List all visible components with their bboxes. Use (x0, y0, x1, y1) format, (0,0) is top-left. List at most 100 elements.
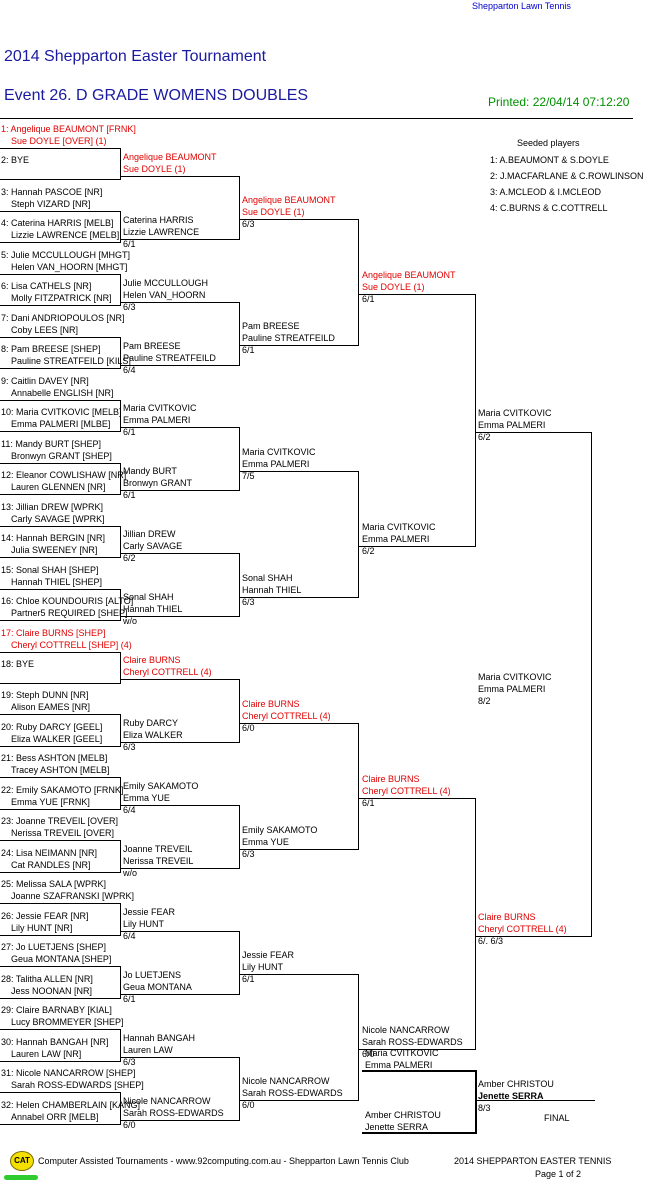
bracket-line (240, 974, 359, 976)
bracket-line (120, 651, 121, 684)
bracket-line (121, 1119, 240, 1121)
round2-team: Joanne TREVEIL (123, 844, 193, 855)
draw-entry: 21: Bess ASHTON [MELB] (1, 753, 108, 764)
bracket-line (239, 175, 240, 240)
draw-entry-partner: Lauren GLENNEN [NR] (11, 482, 106, 493)
bracket-line (120, 1092, 121, 1125)
bracket-line (359, 545, 476, 547)
draw-entry: 7: Dani ANDRIOPOULOS [NR] (1, 312, 125, 323)
draw-entry: 29: Claire BARNABY [KIAL] (1, 1005, 112, 1016)
round2-team-partner: Lily HUNT (123, 919, 165, 929)
round2-score: 6/1 (123, 427, 136, 438)
bracket-line (121, 490, 240, 492)
bracket-line (120, 462, 121, 496)
draw-entry-partner: Geua MONTANA [SHEP] (11, 954, 112, 965)
round2-team-partner: Lauren LAW (123, 1044, 173, 1055)
draw-entry: 28: Talitha ALLEN [NR] (1, 973, 93, 984)
round2-team-partner: Cheryl COTTRELL (4) (123, 667, 212, 678)
round2-score: 6/4 (123, 805, 136, 816)
bracket-line (0, 997, 121, 999)
bracket-line (0, 651, 121, 653)
bracket-line (0, 273, 121, 275)
bracket-line (240, 345, 359, 347)
bracket-line (121, 364, 240, 366)
draw-entry: 19: Steph DUNN [NR] (1, 690, 89, 701)
draw-entry: 4: Caterina HARRIS [MELB] (1, 218, 114, 229)
round3-team: Maria CVITKOVIC (242, 446, 316, 457)
draw-entry-partner: Cat RANDLES [NR] (11, 859, 91, 870)
bracket-line (358, 219, 359, 347)
bracket-line (0, 1029, 121, 1031)
bracket-line (239, 427, 240, 492)
draw-entry: 25: Melissa SALA [WPRK] (1, 879, 107, 890)
round2-score: 6/1 (123, 993, 136, 1004)
bracket-line (120, 148, 121, 181)
bracket-line (240, 219, 359, 221)
draw-entry-partner: Lily HUNT [NR] (11, 922, 73, 933)
bracket-line (121, 931, 240, 932)
round5-team-partner: Emma PALMERI (478, 420, 546, 431)
bracket-line (0, 714, 121, 716)
cat-logo: CAT (10, 1151, 34, 1171)
bracket-line (0, 525, 121, 527)
draw-entry-partner: Molly FITZPATRICK [NR] (11, 293, 112, 304)
bracket-line (0, 903, 121, 905)
round3-team: Sonal SHAH (242, 572, 293, 583)
round3-team: Angelique BEAUMONT (242, 195, 336, 206)
round2-score: 6/1 (123, 490, 136, 501)
round3-team: Jessie FEAR (242, 950, 295, 961)
round2-team: Julie MCCULLOUGH (123, 277, 209, 288)
draw-entry-partner: Jess NOONAN [NR] (11, 985, 93, 996)
round5-score: 6/2 (478, 432, 491, 443)
round3-team: Claire BURNS (242, 698, 300, 709)
round4-team-partner: Sarah ROSS-EDWARDS (362, 1037, 463, 1048)
bracket-line (362, 1132, 476, 1134)
round2-team: Angelique BEAUMONT (123, 151, 217, 162)
round4-team: Claire BURNS (362, 773, 420, 784)
draw-entry-partner: Sue DOYLE [OVER] (1) (11, 136, 107, 146)
draw-entry-partner: Bronwyn GRANT [SHEP] (11, 450, 112, 461)
round4-team: Angelique BEAUMONT (362, 270, 456, 281)
round3-team: Nicole NANCARROW (242, 1076, 330, 1087)
bracket-line (0, 682, 121, 684)
bracket-line (239, 301, 240, 366)
draw-entry-partner: Lauren LAW [NR] (11, 1048, 82, 1059)
bracket-line (0, 777, 121, 779)
bracket-line (120, 210, 121, 244)
draw-entry: 22: Emily SAKAMOTO [FRNK] (1, 784, 124, 795)
bracket-line (475, 797, 476, 1051)
bracket-line (0, 557, 121, 559)
round2-team: Ruby DARCY (123, 718, 179, 729)
winner-score: 8/2 (478, 695, 491, 706)
bracket-line (121, 301, 240, 303)
bracket-line (121, 993, 240, 995)
round2-team: Caterina HARRIS (123, 214, 194, 225)
bracket-line (0, 305, 121, 307)
bracket-line (121, 427, 240, 429)
round4-team-partner: Sue DOYLE (1) (362, 282, 425, 293)
draw-entry: 15: Sonal SHAH [SHEP] (1, 564, 99, 575)
draw-entry: 3: Hannah PASCOE [NR] (1, 186, 103, 197)
bracket-line (121, 742, 240, 744)
round2-team-partner: Pauline STREATFEILD (123, 352, 216, 363)
round2-score: 6/0 (123, 1119, 136, 1130)
round2-team-partner: Emma YUE (123, 793, 170, 804)
bracket-line (0, 462, 121, 464)
round4-score: 6/1 (362, 797, 375, 808)
playoff-winner: Amber CHRISTOU (478, 1079, 554, 1089)
playoff-team-partner: Jenette SERRA (365, 1122, 429, 1132)
bracket-line (0, 494, 121, 496)
bracket-line (121, 679, 240, 681)
playoff-team: Amber CHRISTOU (365, 1110, 441, 1120)
round4-score: 6/2 (362, 545, 375, 556)
round2-score: 6/1 (123, 238, 136, 249)
bracket-line (239, 553, 240, 618)
round2-team-partner: Geua MONTANA (123, 981, 192, 992)
round2-score: w/o (123, 616, 138, 627)
playoff-winner-partner: Jenette SERRA (478, 1091, 544, 1101)
draw-entry: 16: Chloe KOUNDOURIS [ALTO] (1, 596, 134, 607)
bracket-line (121, 868, 240, 870)
bracket-line (120, 840, 121, 873)
bracket-line (239, 931, 240, 995)
round3-team-partner: Emma PALMERI (242, 458, 310, 469)
